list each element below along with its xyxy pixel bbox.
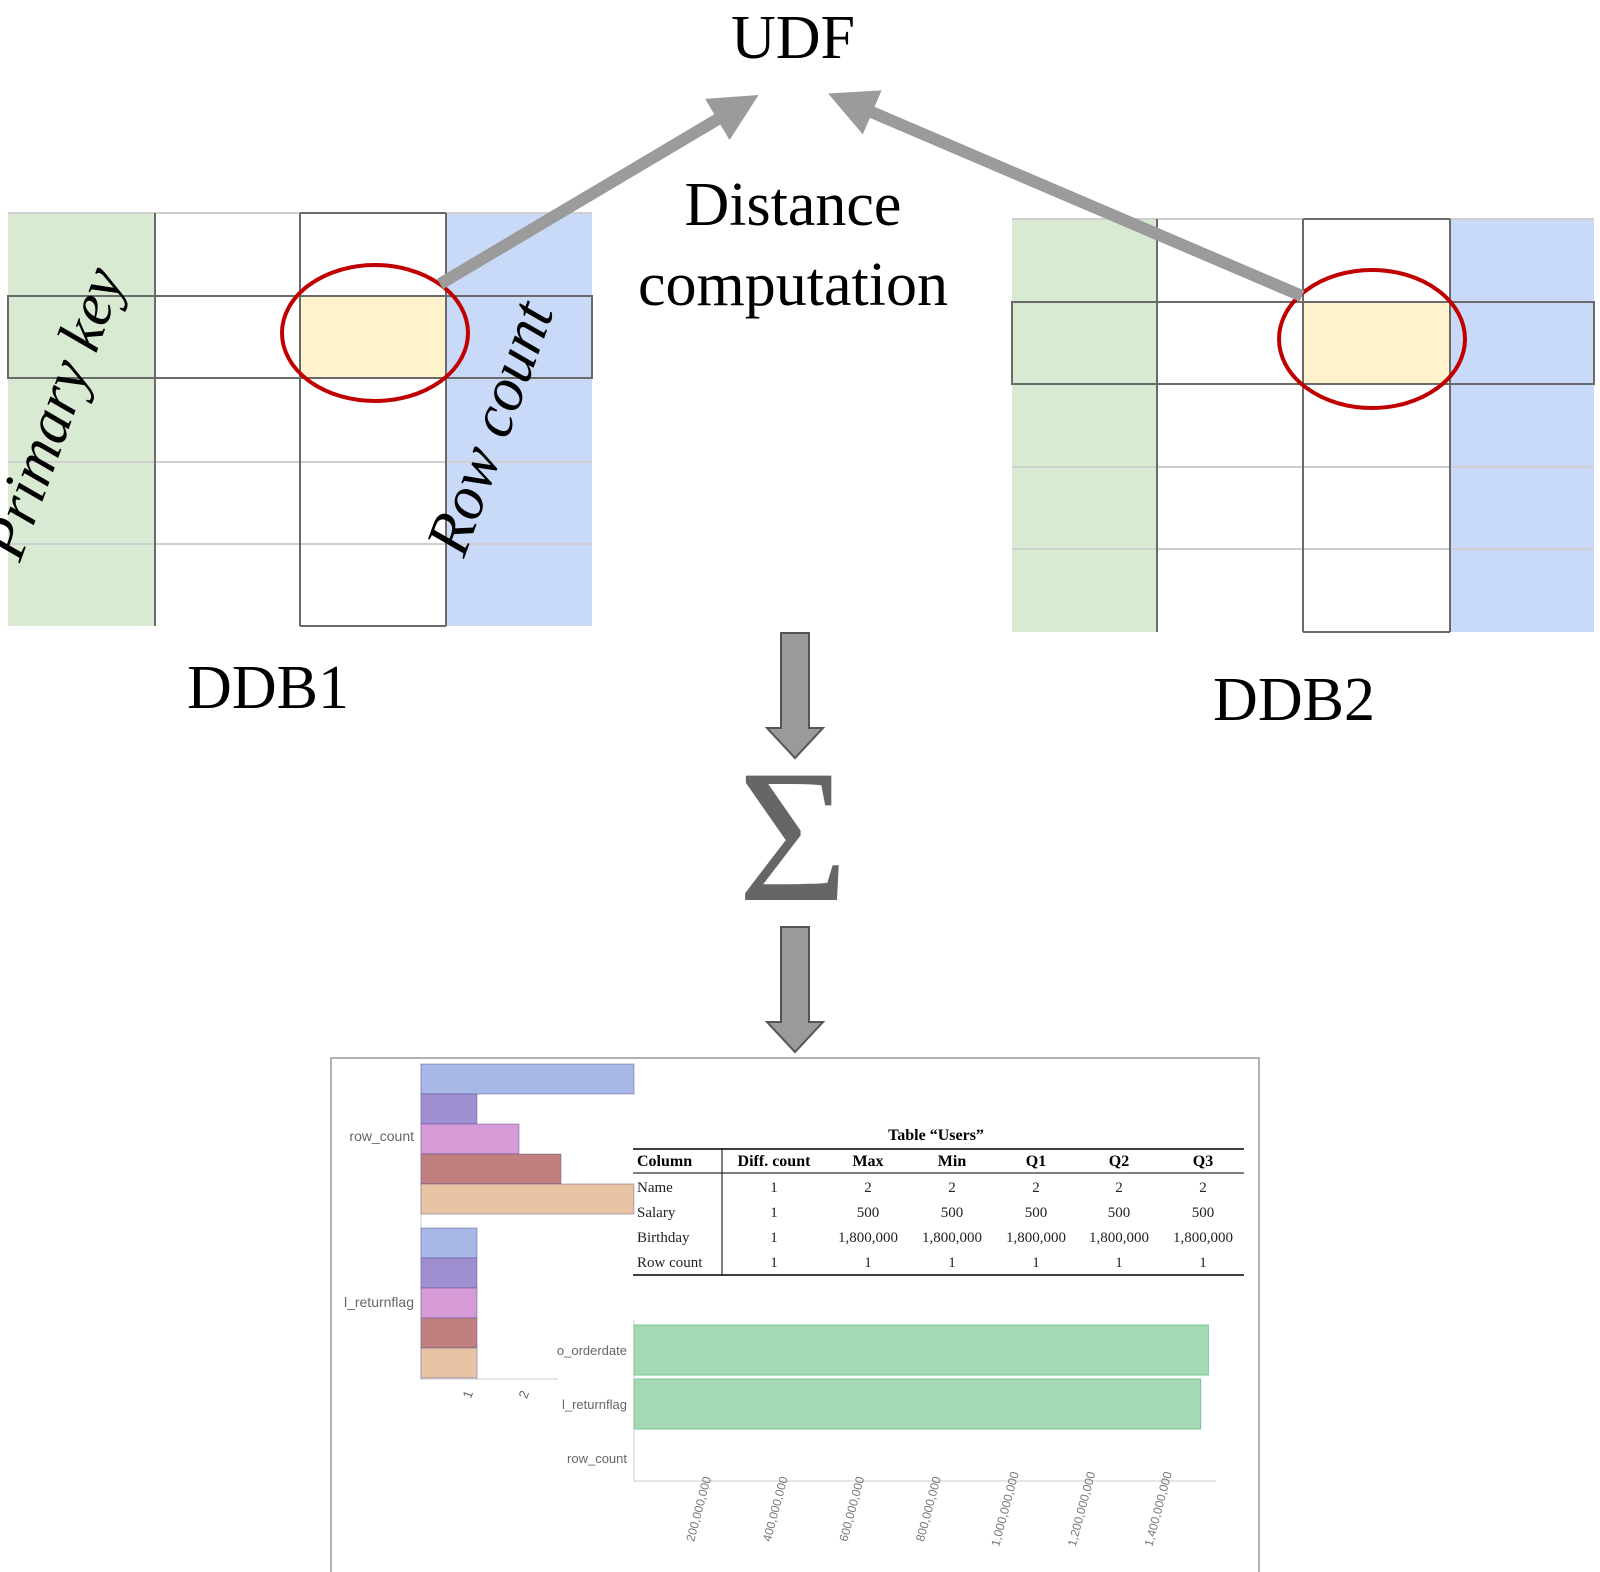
table-header-cell: Diff. count: [738, 1153, 812, 1170]
table-header-cell: Column: [637, 1153, 692, 1170]
table-cell: 1: [770, 1255, 778, 1271]
left-bar-row-count: [420, 1063, 635, 1095]
table-cell: Birthday: [637, 1230, 690, 1246]
distance-label-line2: computation: [638, 251, 948, 319]
distance-label-line1: Distance: [685, 171, 902, 239]
table-cell: 1: [1032, 1255, 1040, 1271]
right-bar-o-orderdate: [633, 1324, 1209, 1376]
table-cell: 2: [864, 1180, 872, 1196]
ddb2-label: DDB2: [1213, 666, 1375, 734]
table-cell: 2: [1115, 1180, 1123, 1196]
left-bar-l-returnflag: [420, 1317, 478, 1349]
ddb1-label: DDB1: [187, 654, 349, 722]
table-cell: 1: [1199, 1255, 1207, 1271]
ddb2-highlighted-cell: [1303, 302, 1450, 384]
table-cell: 1: [770, 1230, 778, 1246]
table-header-cell: Q1: [1026, 1153, 1046, 1170]
left-category-l-returnflag: l_returnflag: [344, 1294, 414, 1310]
users-table-title: Table “Users”: [888, 1127, 984, 1144]
ddb2-selection-circle: [1277, 268, 1467, 410]
table-cell: Salary: [637, 1205, 676, 1221]
left-bar-l-returnflag: [420, 1347, 478, 1379]
table-cell: 1: [770, 1180, 778, 1196]
users-table: Table “Users” Column Diff. count Max Min Q1 Q…: [633, 1127, 1244, 1276]
table-cell: 1,800,000: [922, 1230, 982, 1246]
left-bar-row-count: [420, 1093, 478, 1125]
table-header-cell: Min: [938, 1153, 967, 1170]
down-arrow-to-report: [764, 926, 826, 1054]
table-cell: 500: [1192, 1205, 1215, 1221]
right-bar-chart: [633, 1320, 1216, 1482]
table-header-cell: Q2: [1109, 1153, 1129, 1170]
right-bar-l-returnflag: [633, 1378, 1202, 1430]
left-bar-l-returnflag: [420, 1227, 478, 1259]
ddb1-table: Primary key Row count: [0, 212, 593, 627]
ddb1-highlighted-cell: [300, 296, 446, 378]
left-tick-2: 2: [515, 1388, 532, 1400]
table-header-cell: Max: [852, 1153, 883, 1170]
left-bar-row-count: [420, 1123, 520, 1155]
table-cell: Name: [637, 1180, 673, 1196]
left-tick-1: 1: [459, 1388, 476, 1400]
right-category-label: row_count: [567, 1451, 627, 1466]
sigma-icon: Σ: [738, 732, 849, 942]
left-bar-l-returnflag: [420, 1287, 478, 1319]
table-cell: 1,800,000: [1173, 1230, 1233, 1246]
table-cell: 1,800,000: [1006, 1230, 1066, 1246]
ddb2-row-count-column: [1450, 219, 1594, 632]
arrow-ddb2-to-udf: [828, 90, 1305, 302]
right-category-label: o_orderdate: [557, 1343, 627, 1358]
udf-label: UDF: [731, 4, 855, 72]
table-cell: 500: [1025, 1205, 1048, 1221]
arrow-ddb1-to-udf: [436, 94, 759, 290]
table-cell: 1: [770, 1205, 778, 1221]
ddb1-row-count-column: [446, 213, 592, 626]
left-bar-row-count: [420, 1153, 562, 1185]
table-cell: 1: [948, 1255, 956, 1271]
right-category-label: l_returnflag: [562, 1397, 627, 1412]
table-cell: 1,800,000: [1089, 1230, 1149, 1246]
down-arrow-to-sum: [764, 632, 826, 760]
left-bar-l-returnflag: [420, 1257, 478, 1289]
ddb2-primary-key-column: [1012, 219, 1157, 632]
table-cell: Row count: [637, 1255, 703, 1271]
table-cell: 2: [948, 1180, 956, 1196]
table-cell: 500: [857, 1205, 880, 1221]
left-category-row-count: row_count: [349, 1128, 414, 1144]
table-cell: 2: [1032, 1180, 1040, 1196]
table-cell: 1: [864, 1255, 872, 1271]
left-bar-chart: [420, 1063, 635, 1380]
ddb1-selection-circle: [280, 263, 470, 403]
table-cell: 500: [1108, 1205, 1131, 1221]
left-bar-row-count: [420, 1183, 635, 1215]
ddb2-table: [1011, 218, 1595, 633]
ddb1-primary-key-column: [8, 213, 155, 626]
table-header-cell: Q3: [1193, 1153, 1213, 1170]
table-cell: 1,800,000: [838, 1230, 898, 1246]
table-cell: 2: [1199, 1180, 1207, 1196]
table-cell: 500: [941, 1205, 964, 1221]
table-cell: 1: [1115, 1255, 1123, 1271]
